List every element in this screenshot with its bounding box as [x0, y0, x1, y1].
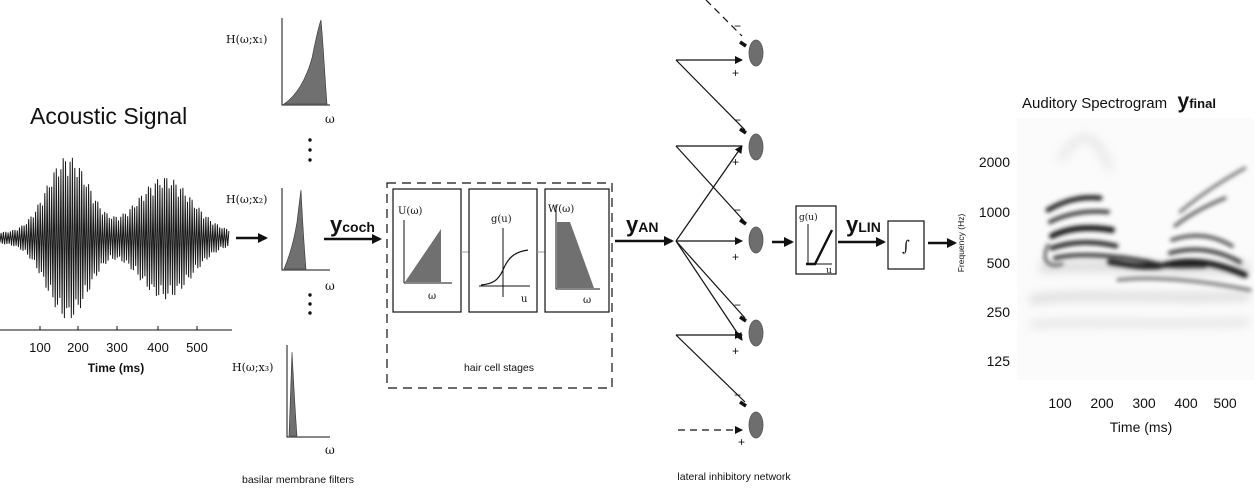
sign-plus-1: +: [732, 66, 739, 80]
y-an-main: y: [626, 212, 639, 237]
freq-axis-label: Frequency (Hz): [956, 214, 966, 273]
time-tick-100: 100: [1048, 395, 1072, 411]
spectrogram-title: Auditory Spectrogram: [1022, 95, 1167, 112]
freq-tick-500: 500: [987, 255, 1011, 271]
acoustic-x-label: Time (ms): [88, 361, 144, 375]
y-an-label: yAN: [626, 212, 658, 237]
spectrogram-energy: [1029, 134, 1252, 328]
filter-2-omega: ω: [325, 279, 335, 293]
sign-plus-3: +: [732, 250, 739, 264]
auditory-spectrogram: Auditory Spectrogram yfinal: [956, 90, 1254, 435]
sign-minus-5: −: [734, 388, 741, 402]
y-lin-sub: LIN: [858, 219, 881, 235]
stage-3-axis: ω: [583, 295, 591, 306]
y-lin-signal: yLIN: [838, 212, 886, 247]
y-final-main: y: [1178, 90, 1190, 113]
filter-ellipsis-2: [308, 293, 312, 315]
filter-1-label: H(ω;x₁): [226, 33, 267, 46]
time-tick-200: 200: [1090, 395, 1114, 411]
lateral-caption: lateral inhibitory network: [677, 471, 791, 483]
acoustic-tick-300: 300: [106, 340, 128, 355]
integrator-box: ∫: [887, 220, 925, 270]
filter-3-shape: [288, 351, 298, 437]
filter-2-shape: [283, 189, 307, 270]
sign-plus-2: +: [732, 155, 739, 169]
acoustic-waveform: [0, 157, 230, 319]
hair-cell-stages: U(ω) ω g(u) u W(ω) ω hair cell stages: [386, 182, 613, 389]
filter-3-axes: [286, 345, 330, 438]
y-an-signal: yAN: [615, 212, 674, 246]
filter-3-label: H(ω;x₃): [232, 361, 273, 374]
filter-1-omega: ω: [325, 112, 335, 126]
acoustic-signal-panel: Acoustic Signal 100 200 300 400 500 Time…: [0, 103, 232, 375]
hair-cell-dashed-box: [386, 182, 613, 389]
spectrogram-title-row: Auditory Spectrogram yfinal: [1022, 90, 1216, 113]
y-an-sub: AN: [638, 219, 658, 235]
rectifier-axis: u: [826, 266, 832, 276]
y-coch-main: y: [330, 212, 343, 237]
acoustic-tick-400: 400: [147, 340, 169, 355]
sign-plus-5: +: [738, 435, 745, 449]
freq-tick-2000: 2000: [979, 154, 1010, 170]
filter-3-omega: ω: [325, 443, 335, 457]
stage-2-sigmoid: [480, 249, 529, 286]
lateral-neuron-5: [748, 411, 764, 439]
basilar-filters-caption: basilar membrane filters: [242, 474, 354, 486]
basilar-membrane-filters: H(ω;x₁) ω H(ω;x₂) ω H(ω;x₃) ω basilar me…: [226, 18, 354, 486]
stage-2-axis: u: [521, 294, 528, 305]
acoustic-tick-200: 200: [67, 340, 89, 355]
lateral-neuron-4: [748, 319, 764, 347]
y-lin-main: y: [846, 212, 859, 237]
time-tick-300: 300: [1132, 395, 1156, 411]
lateral-inhibitory-network: [675, 0, 764, 439]
lateral-neuron-3: [748, 226, 764, 254]
y-lin-label: yLIN: [846, 212, 881, 237]
integrator-symbol: ∫: [902, 237, 910, 255]
freq-tick-1000: 1000: [979, 204, 1010, 220]
stage-1-axis: ω: [428, 291, 436, 302]
lateral-neuron-2: [748, 133, 764, 161]
y-coch-label: ycoch: [330, 212, 375, 237]
rectifier-box: g(u) u: [795, 205, 837, 276]
stage-3-lowpass: [557, 222, 594, 288]
stage-3-label: W(ω): [548, 204, 574, 215]
sign-plus-4: +: [732, 344, 739, 358]
sign-minus-4: −: [734, 298, 741, 312]
filter-2-axes: [281, 188, 330, 271]
time-axis-label: Time (ms): [1110, 419, 1172, 435]
time-tick-400: 400: [1174, 395, 1198, 411]
y-coch-sub: coch: [342, 219, 375, 235]
rectifier-label: g(u): [799, 212, 818, 223]
filter-2-label: H(ω;x₂): [226, 193, 267, 206]
y-coch-signal: ycoch: [324, 212, 382, 244]
rectifier-curve: [806, 229, 834, 266]
sign-minus-2: −: [734, 113, 741, 127]
stage-2-label: g(u): [491, 214, 512, 225]
acoustic-tick-500: 500: [186, 340, 208, 355]
freq-tick-250: 250: [987, 304, 1011, 320]
stage-1-ramp: [405, 229, 441, 282]
acoustic-signal-title: Acoustic Signal: [30, 103, 187, 129]
sign-minus-3: −: [734, 203, 741, 217]
freq-tick-125: 125: [987, 353, 1011, 369]
time-tick-500: 500: [1213, 395, 1237, 411]
y-final-sub: final: [1189, 96, 1216, 111]
sign-minus-1: −: [734, 19, 741, 33]
stage-1-label: U(ω): [398, 206, 422, 217]
filter-1-axes: [281, 18, 330, 106]
lateral-signs: − + − + − + − + − +: [732, 19, 745, 449]
hair-cell-caption: hair cell stages: [464, 362, 534, 374]
acoustic-tick-100: 100: [29, 340, 51, 355]
filter-ellipsis-1: [308, 138, 312, 162]
filter-1-shape: [283, 19, 328, 105]
lateral-neuron-1: [748, 39, 764, 67]
